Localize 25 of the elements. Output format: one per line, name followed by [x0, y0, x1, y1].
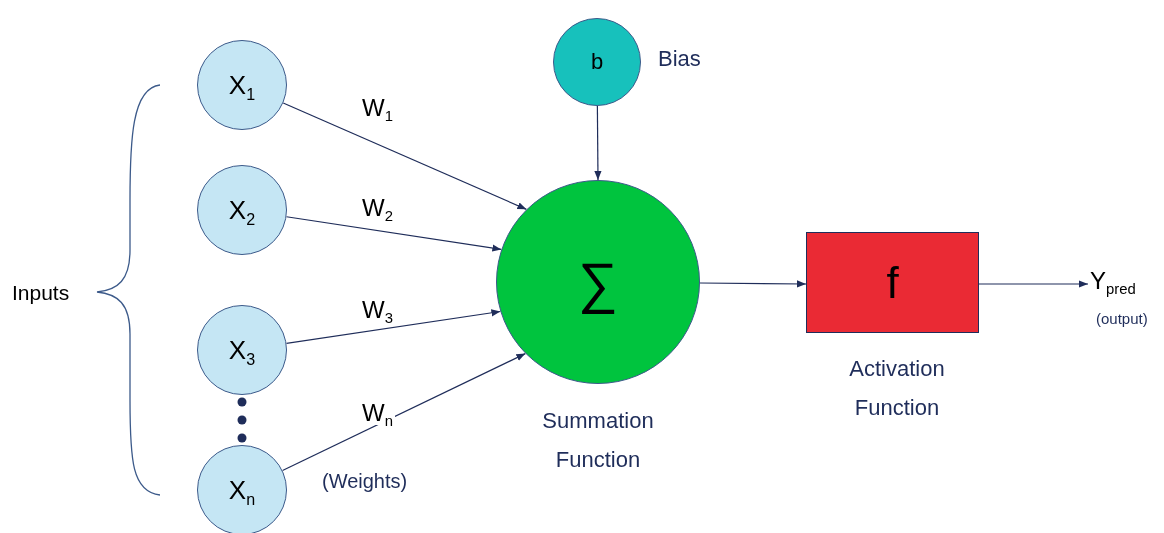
arrow [282, 102, 527, 210]
edge-label: W$_{1}$ [360, 96, 395, 120]
activation-box: f [806, 232, 979, 333]
arrow [281, 353, 526, 472]
neuron-circle: ∑ [496, 180, 700, 384]
node-caption: Activation Function [848, 355, 946, 422]
arrow [594, 105, 602, 181]
neuron-circle: X$_{3}$ [197, 305, 287, 395]
neuron-circle: X$_{2}$ [197, 165, 287, 255]
arrow [285, 216, 502, 252]
text-label: Inputs [12, 281, 70, 305]
arrow [978, 280, 1089, 288]
neuron-circle: X$_{n}$ [197, 445, 287, 533]
edge-label: W$_{3}$ [360, 298, 395, 322]
arrow [285, 309, 501, 344]
text-label: (Weights) [322, 470, 408, 493]
node-caption: Summation Function [541, 407, 655, 474]
neuron-circle: b [553, 18, 641, 106]
neuron-circle: X$_{1}$ [197, 40, 287, 130]
edge-label: W$_{n}$ [360, 401, 395, 425]
edge-label: W$_{2}$ [360, 196, 395, 220]
node-caption: Bias [658, 46, 702, 73]
node-caption: (output) [1096, 310, 1149, 328]
output-label: Y$_{pred}$ [1090, 264, 1156, 298]
arrow [699, 280, 807, 288]
